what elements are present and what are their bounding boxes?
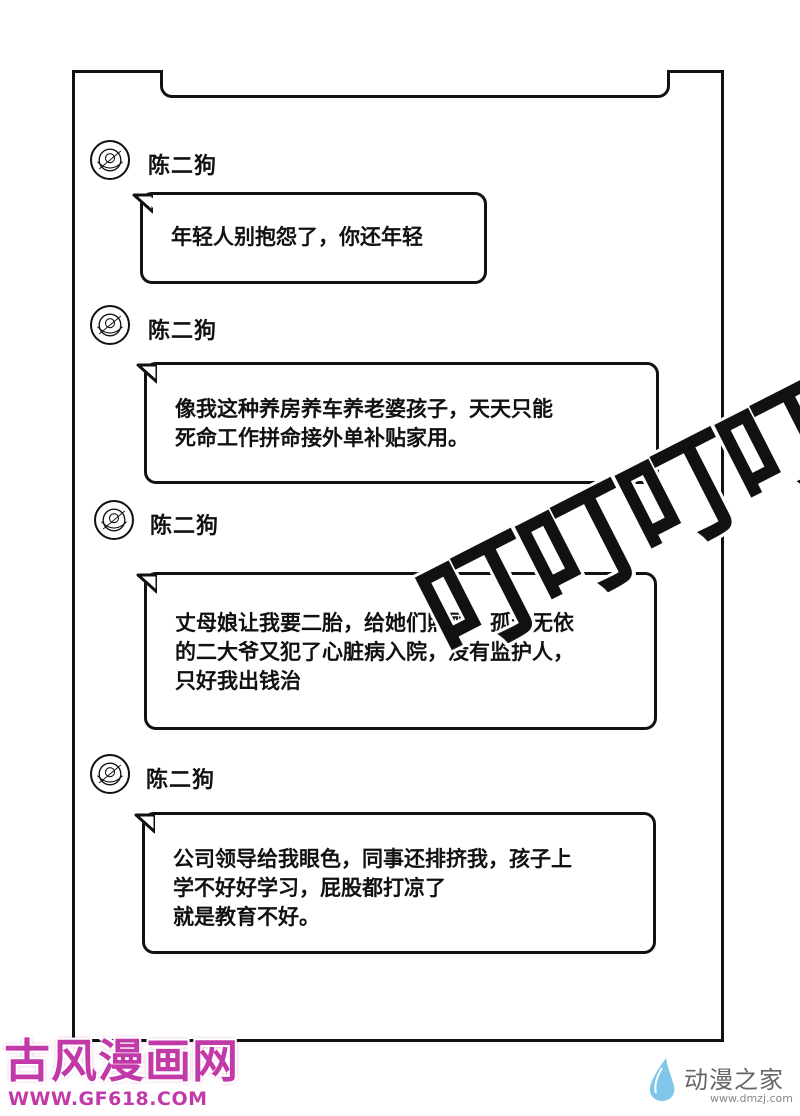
avatar-icon[interactable]	[94, 500, 134, 540]
message-line: 年轻人别抱怨了，你还年轻	[171, 225, 423, 249]
watermark-left-url: WWW.GF618.COM	[8, 1088, 208, 1110]
sender-name: 陈二狗	[148, 154, 218, 179]
drop-logo-icon	[650, 1058, 675, 1101]
bubble-tail	[136, 363, 157, 384]
avatar-icon[interactable]	[90, 754, 130, 794]
watermark-right-name: 动漫之家	[684, 1066, 784, 1094]
message-line: 只好我出钱治	[175, 669, 301, 693]
bubble-tail	[134, 813, 155, 834]
avatar-icon[interactable]	[90, 305, 130, 345]
message-bubble[interactable]: 公司领导给我眼色，同事还排挤我，孩子上 学不好好学习，屁股都打凉了 就是教育不好…	[134, 812, 656, 954]
bubble-tail	[136, 573, 157, 594]
message-line: 就是教育不好。	[173, 905, 320, 929]
message-line: 像我这种养房养车养老婆孩子，天天只能	[175, 397, 553, 421]
bubble-tail	[132, 193, 153, 214]
message-line: 死命工作拼命接外单补贴家用。	[175, 426, 469, 450]
previous-message-bubble	[160, 70, 670, 98]
message-line: 丈母娘让我要二胎，给她们照顾，孤苦无依	[175, 611, 574, 635]
sender-name: 陈二狗	[146, 768, 216, 793]
message-line: 公司领导给我眼色，同事还排挤我，孩子上	[173, 847, 572, 871]
watermark-right-url: www.dmzj.com	[710, 1092, 793, 1105]
avatar-icon[interactable]	[90, 140, 130, 180]
sender-name: 陈二狗	[150, 514, 220, 539]
message-bubble[interactable]: 像我这种养房养车养老婆孩子，天天只能 死命工作拼命接外单补贴家用。	[136, 362, 659, 484]
watermark-left: 古风漫画网 WWW.GF618.COM	[4, 1038, 239, 1110]
watermark-right: 动漫之家 www.dmzj.com	[648, 1052, 798, 1112]
sender-name: 陈二狗	[148, 319, 218, 344]
watermark-left-name: 古风漫画网	[4, 1034, 239, 1088]
message-line: 的二大爷又犯了心脏病入院，没有监护人，	[175, 640, 574, 664]
message-bubble[interactable]: 年轻人别抱怨了，你还年轻	[132, 192, 487, 284]
message-bubble[interactable]: 丈母娘让我要二胎，给她们照顾，孤苦无依 的二大爷又犯了心脏病入院，没有监护人， …	[136, 572, 657, 730]
message-line: 学不好好学习，屁股都打凉了	[173, 876, 446, 900]
